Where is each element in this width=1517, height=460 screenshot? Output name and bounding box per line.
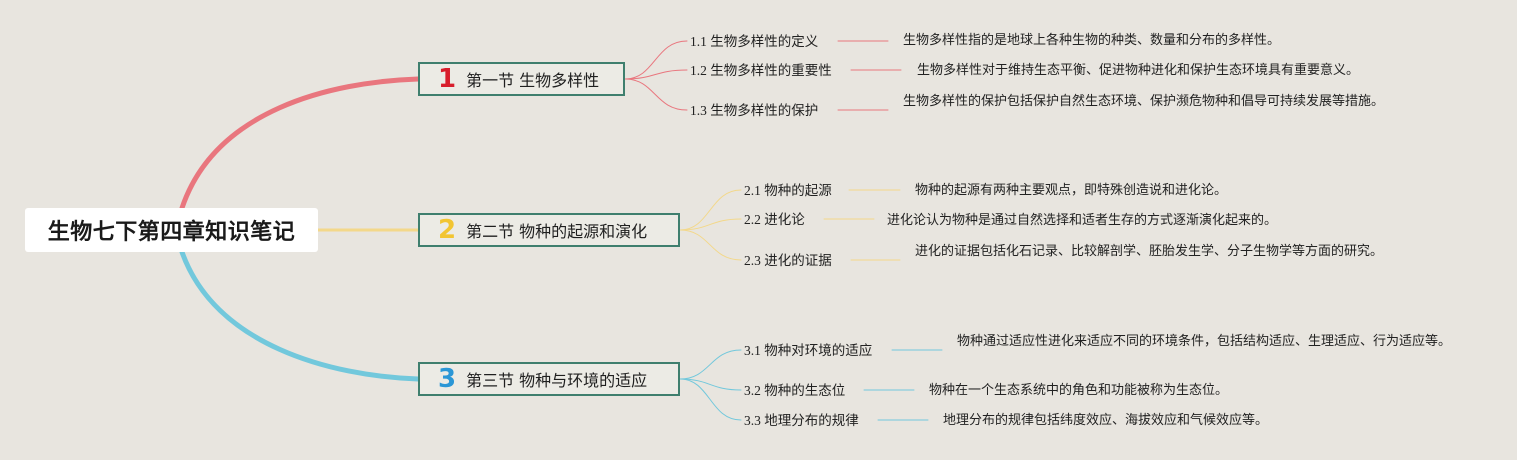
subtopic-1-2-text: 生物多样性对于维持生态平衡、促进物种进化和保护生态环境具有重要意义。 <box>917 63 1360 78</box>
root-title: 生物七下第四章知识笔记 <box>47 220 296 245</box>
root-topic[interactable]: 生物七下第四章知识笔记 <box>25 208 318 252</box>
subtopic-2-2-text: 进化论认为物种是通过自然选择和适者生存的方式逐渐演化起来的。 <box>887 213 1278 228</box>
subtopic-3-2[interactable]: 3.2 物种的生态位 <box>744 383 846 398</box>
sub-line-1-2 <box>624 69 688 80</box>
section-1-label: 第一节 生物多样性 <box>466 71 600 90</box>
sub-line-2-2 <box>679 218 742 231</box>
subtopic-3-2-text: 物种在一个生态系统中的角色和功能被称为生态位。 <box>929 383 1229 398</box>
sub-line-2-1 <box>679 189 742 231</box>
subtopic-2-2[interactable]: 2.2 进化论 <box>744 212 805 227</box>
sub-line-3-1 <box>679 349 742 380</box>
section-3-label: 第三节 物种与环境的适应 <box>466 371 648 390</box>
sub-line-3-2 <box>679 378 742 391</box>
subtopic-1-1-text: 生物多样性指的是地球上各种生物的种类、数量和分布的多样性。 <box>903 33 1281 48</box>
sub-line-2-3 <box>679 229 742 261</box>
section-3-topic[interactable]: 3 第三节 物种与环境的适应 <box>418 362 680 396</box>
branch-line-1 <box>179 76 421 211</box>
subtopic-3-3-text: 地理分布的规律包括纬度效应、海拔效应和气候效应等。 <box>943 413 1269 428</box>
subtopic-2-3-text: 进化的证据包括化石记录、比较解剖学、胚胎发生学、分子生物学等方面的研究。 <box>915 244 1384 259</box>
section-number-1: 1 <box>438 64 457 94</box>
subtopic-2-1-text: 物种的起源有两种主要观点，即特殊创造说和进化论。 <box>915 183 1228 198</box>
subtopic-1-3[interactable]: 1.3 生物多样性的保护 <box>690 103 819 118</box>
section-1-topic[interactable]: 1 第一节 生物多样性 <box>418 62 625 96</box>
subtopic-2-1[interactable]: 2.1 物种的起源 <box>744 183 832 198</box>
subtopic-1-1[interactable]: 1.1 生物多样性的定义 <box>690 34 819 49</box>
sub-line-1-3 <box>624 78 688 111</box>
subtopic-1-3-text: 生物多样性的保护包括保护自然生态环境、保护濒危物种和倡导可持续发展等措施。 <box>903 94 1385 109</box>
branch-line-3 <box>179 249 421 382</box>
subtopic-2-3[interactable]: 2.3 进化的证据 <box>744 253 832 268</box>
section-2-label: 第二节 物种的起源和演化 <box>466 222 648 241</box>
section-2-topic[interactable]: 2 第二节 物种的起源和演化 <box>418 213 680 247</box>
section-number-3: 3 <box>438 364 457 394</box>
subtopic-1-2[interactable]: 1.2 生物多样性的重要性 <box>690 63 832 78</box>
subtopic-3-1-text: 物种通过适应性进化来适应不同的环境条件，包括结构适应、生理适应、行为适应等。 <box>957 334 1452 349</box>
section-number-2: 2 <box>438 215 457 245</box>
subtopic-3-1[interactable]: 3.1 物种对环境的适应 <box>744 343 873 358</box>
subtopic-3-3[interactable]: 3.3 地理分布的规律 <box>744 413 859 428</box>
sub-line-3-3 <box>679 378 742 421</box>
sub-line-1-1 <box>624 40 688 80</box>
